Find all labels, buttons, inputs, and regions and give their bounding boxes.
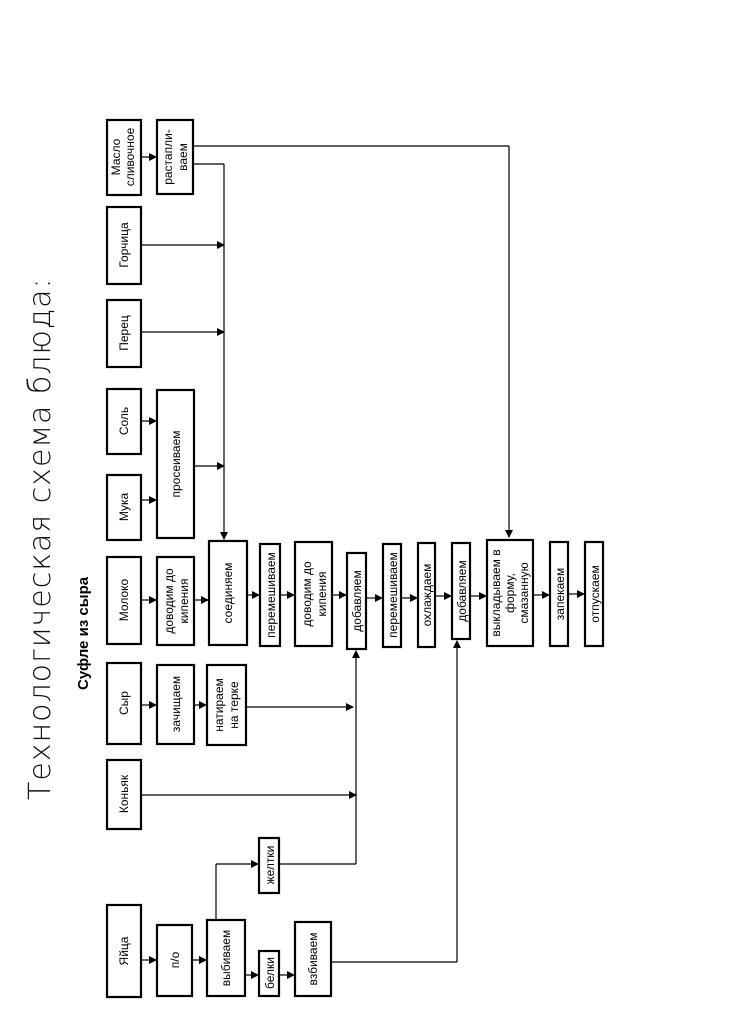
node-yolks: желтки	[257, 836, 281, 895]
svg-text:растапли-: растапли-	[161, 129, 175, 185]
node-grate-cheese: натираем на терке	[205, 663, 248, 747]
node-bake: запекаем	[548, 540, 570, 648]
node-beat-eggs: выбиваем	[205, 918, 247, 998]
node-whip-whites: взбиваем	[293, 920, 333, 998]
node-boil-2: доводим до кипения	[293, 540, 334, 648]
svg-text:смазанную: смазанную	[517, 562, 531, 623]
svg-text:ваем: ваем	[176, 143, 190, 171]
node-cool: охлаждаем	[416, 541, 437, 649]
node-clean-cheese: зачищаем	[155, 663, 196, 746]
svg-text:охлаждаем: охлаждаем	[420, 564, 434, 627]
svg-text:Яйца: Яйца	[117, 936, 131, 965]
svg-text:кипения: кипения	[177, 579, 191, 624]
node-mix-1: перемешиваем	[258, 542, 282, 648]
svg-text:п/о: п/о	[168, 951, 182, 968]
svg-text:отпускаем: отпускаем	[588, 565, 602, 622]
scheme-title: Технологическая схема блюда:	[23, 277, 58, 800]
dish-title: Суфле из сыра	[75, 576, 92, 690]
svg-text:кипения: кипения	[315, 572, 329, 617]
svg-text:Сыр: Сыр	[117, 691, 131, 715]
svg-text:перемешиваем: перемешиваем	[264, 552, 278, 638]
node-serve: отпускаем	[583, 540, 605, 648]
svg-text:запекаем: запекаем	[553, 568, 567, 620]
node-add-1: добавляем	[345, 551, 368, 651]
node-po: п/о	[155, 923, 194, 998]
svg-text:соединяем: соединяем	[221, 563, 235, 624]
svg-text:желтки: желтки	[263, 846, 277, 885]
node-eggs: Яйца	[105, 903, 143, 999]
svg-text:взбиваем: взбиваем	[306, 932, 320, 985]
svg-text:добавляем: добавляем	[350, 570, 364, 631]
node-boil-milk: доводим до кипения	[155, 555, 196, 647]
node-mix-2: перемешиваем	[381, 542, 403, 649]
node-add-2: добавляем	[450, 541, 472, 641]
svg-text:Масло: Масло	[109, 138, 123, 175]
svg-text:перемешиваем: перемешиваем	[386, 552, 400, 638]
node-to-form: выкладываем в форму, смазанную	[485, 538, 535, 648]
svg-text:Горчица: Горчица	[117, 222, 131, 268]
svg-text:Перец: Перец	[117, 315, 131, 351]
node-flour: Мука	[105, 473, 143, 542]
node-sift: просеиваем	[155, 388, 196, 540]
node-salt: Соль	[105, 387, 143, 456]
svg-text:Соль: Соль	[117, 407, 131, 435]
svg-text:Коньяк: Коньяк	[117, 774, 131, 813]
svg-text:добавляем: добавляем	[455, 560, 469, 621]
node-combine: соединяем	[207, 539, 249, 647]
svg-text:доводим до: доводим до	[300, 561, 314, 627]
node-milk: Молоко	[105, 555, 143, 646]
node-cheese: Сыр	[105, 661, 143, 746]
svg-text:выбиваем: выбиваем	[219, 930, 233, 986]
node-mustard: Горчица	[105, 205, 143, 286]
svg-text:выкладываем в: выкладываем в	[489, 549, 503, 636]
svg-text:сливочное: сливочное	[123, 127, 137, 186]
svg-text:просеиваем: просеиваем	[169, 430, 183, 497]
svg-text:белки: белки	[263, 957, 277, 989]
node-pepper: Перец	[105, 298, 143, 369]
node-butter: Масло сливочное	[105, 118, 143, 197]
svg-text:зачищаем: зачищаем	[169, 676, 183, 732]
svg-text:Молоко: Молоко	[117, 578, 131, 621]
svg-text:на терке: на терке	[227, 681, 241, 729]
node-melt: растапли- ваем	[155, 118, 195, 196]
connectors	[141, 145, 585, 979]
svg-text:Мука: Мука	[117, 493, 131, 522]
node-whites: белки	[257, 949, 281, 998]
svg-text:натираем: натираем	[212, 678, 226, 732]
svg-text:доводим до: доводим до	[162, 568, 176, 634]
node-cognac: Коньяк	[105, 758, 143, 831]
svg-text:форму,: форму,	[503, 573, 517, 613]
